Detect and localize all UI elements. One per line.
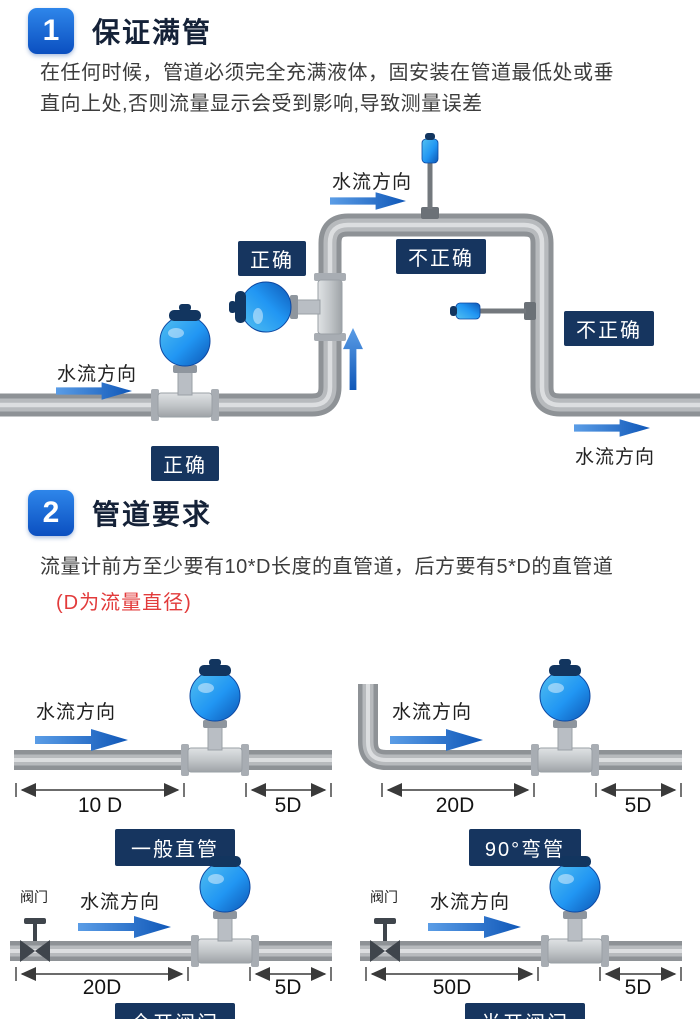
valve-label: 阀门: [370, 889, 398, 905]
flow-direction-label: 水流方向: [392, 701, 472, 723]
diagram-straight-pipe: 水流方向 10 D 5D 一般直管: [0, 650, 350, 866]
diagram-half-valve: 阀门 水流方向 50D 5D 半开阀门: [350, 849, 700, 1019]
caption-half-valve: 半开阀门: [465, 1003, 585, 1019]
downstream-length-label: 5D: [275, 794, 302, 817]
flowmeter-bottom-correct: [150, 303, 220, 422]
caption-open-valve: 全开阀门: [115, 1003, 235, 1019]
dimension-lines: [15, 967, 332, 981]
section1-title: 保证满管: [92, 17, 213, 48]
upstream-length-label: 10 D: [78, 794, 122, 817]
flow-direction-label: 水流方向: [36, 701, 116, 723]
section2-note: (D为流量直径): [56, 592, 192, 614]
flow-direction-label-top: 水流方向: [332, 172, 413, 193]
upstream-length-label: 20D: [83, 976, 122, 996]
flow-direction-label-right: 水流方向: [575, 447, 656, 468]
installation-diagram: 水流方向 水流方向 水流方向 正确 不正确 不正确 正确: [0, 115, 700, 481]
tag-incorrect-top: 不正确: [396, 239, 486, 274]
dimension-lines: [15, 783, 332, 797]
dimension-lines: [365, 967, 682, 981]
downstream-length-label: 5D: [625, 794, 652, 817]
upstream-length-label: 20D: [436, 794, 475, 817]
diagram-90-bend: 水流方向 20D 5D 90°弯管: [350, 650, 700, 866]
flowmeter: [190, 849, 260, 968]
flow-arrow-icon: [78, 916, 171, 938]
flow-arrow-icon: [35, 729, 128, 751]
tag-correct-riser: 正确: [238, 241, 306, 276]
flowmeter-riser-correct: [228, 272, 347, 342]
valve-label: 阀门: [20, 889, 48, 905]
section1-body: 在任何时候，管道必须完全充满液体，固安装在管道最低处或垂 直向上处,否则流量显示…: [40, 62, 614, 115]
pipe-run-svg: [0, 132, 700, 422]
flow-direction-label-left: 水流方向: [57, 364, 138, 385]
upstream-length-label: 50D: [433, 976, 472, 996]
section2-header: 2 管道要求: [28, 490, 212, 536]
flow-arrow-icon: [428, 916, 521, 938]
section1-header: 1 保证满管: [28, 8, 212, 54]
section1-number-badge: 1: [28, 8, 74, 54]
section2-title: 管道要求: [92, 499, 213, 530]
section2-body: 流量计前方至少要有10*D长度的直管道，后方要有5*D的直管道: [40, 556, 614, 578]
flowmeter: [180, 658, 250, 777]
flowmeter: [540, 849, 610, 968]
dimension-lines: [381, 783, 682, 797]
flow-direction-label: 水流方向: [430, 891, 510, 913]
flow-arrow-icon: [390, 729, 483, 751]
flow-direction-label: 水流方向: [80, 891, 160, 913]
flowmeter: [530, 658, 600, 777]
probe-top-incorrect: [420, 132, 440, 220]
tag-incorrect-right: 不正确: [564, 311, 654, 346]
diagram-open-valve: 阀门 水流方向 20D 5D 全开阀门: [0, 849, 350, 1019]
downstream-length-label: 5D: [625, 976, 652, 996]
tag-correct-bottom: 正确: [151, 446, 219, 481]
caption-90-bend: 90°弯管: [468, 829, 582, 866]
pipe: [358, 684, 682, 770]
section2-number-badge: 2: [28, 490, 74, 536]
pipe-run: [0, 213, 700, 417]
downstream-length-label: 5D: [275, 976, 302, 996]
probe-right-incorrect: [449, 301, 537, 321]
